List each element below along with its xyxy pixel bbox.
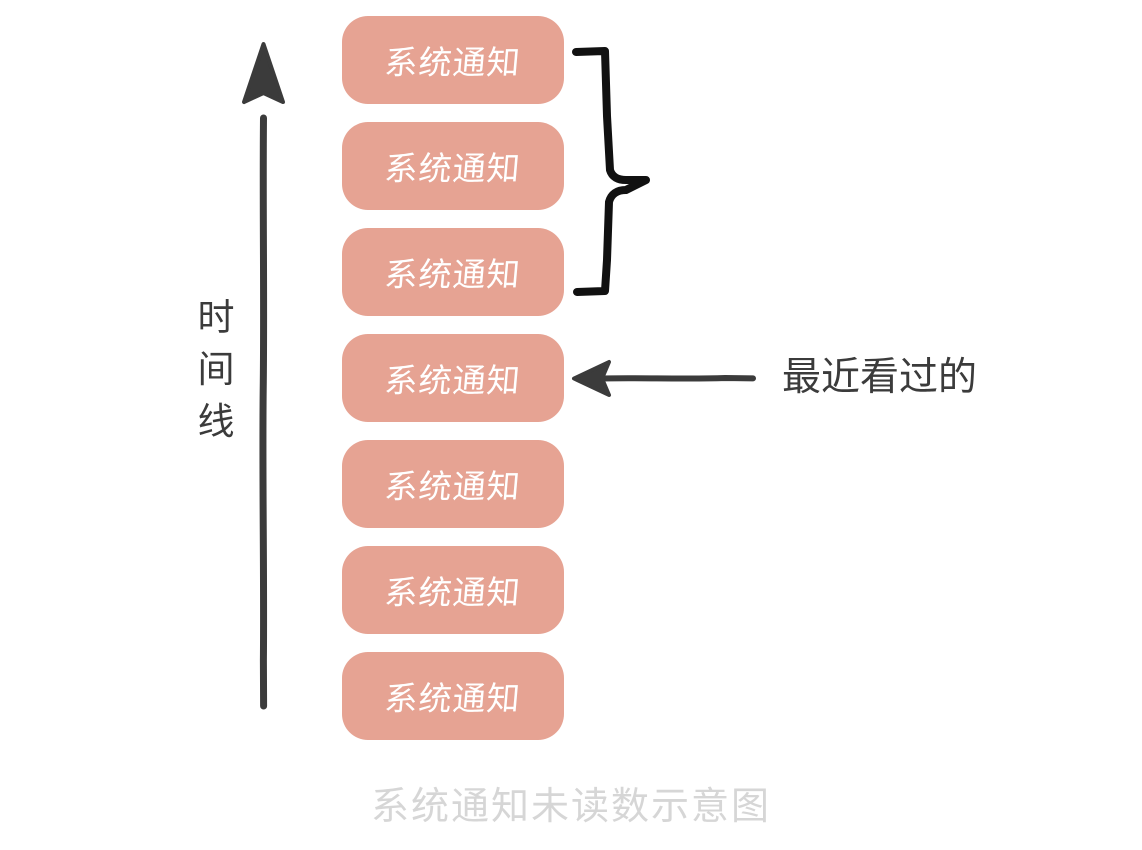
arrow-shaft: [596, 374, 756, 382]
notification-card[interactable]: 系统通知: [342, 652, 564, 740]
notification-card-label: 系统通知: [383, 362, 523, 399]
recently-viewed-label: 最近看过的: [782, 356, 978, 399]
notification-card-label: 系统通知: [383, 256, 523, 293]
notification-card[interactable]: 系统通知: [342, 546, 564, 634]
timeline-axis-label: 时 间 线: [188, 292, 244, 448]
notification-card[interactable]: 系统通知: [342, 228, 564, 316]
notification-card[interactable]: 系统通知: [342, 16, 564, 104]
figure-caption: 系统通知未读数示意图: [370, 786, 771, 828]
timeline-label-char-2: 间: [197, 349, 235, 390]
notification-card-label: 系统通知: [383, 44, 523, 81]
timeline-axis-line: [259, 114, 268, 710]
recently-viewed-arrow: [572, 360, 756, 397]
arrow-head-icon: [572, 360, 611, 397]
unread-group-brace: [572, 47, 650, 296]
notification-card-label: 系统通知: [383, 574, 523, 611]
notification-card[interactable]: 系统通知: [342, 440, 564, 528]
timeline-label-char-1: 时: [197, 297, 235, 338]
notification-card[interactable]: 系统通知: [342, 334, 564, 422]
notification-card-stack: 系统通知 系统通知 系统通知 系统通知 系统通知 系统通知 系统通知: [342, 16, 564, 758]
notification-card[interactable]: 系统通知: [342, 122, 564, 210]
timeline-label-char-3: 线: [197, 401, 235, 442]
timeline-arrowhead-icon: [242, 42, 285, 104]
notification-card-label: 系统通知: [383, 150, 523, 187]
notification-card-label: 系统通知: [383, 468, 523, 505]
notification-card-label: 系统通知: [383, 680, 523, 717]
brace-path: [572, 47, 650, 296]
